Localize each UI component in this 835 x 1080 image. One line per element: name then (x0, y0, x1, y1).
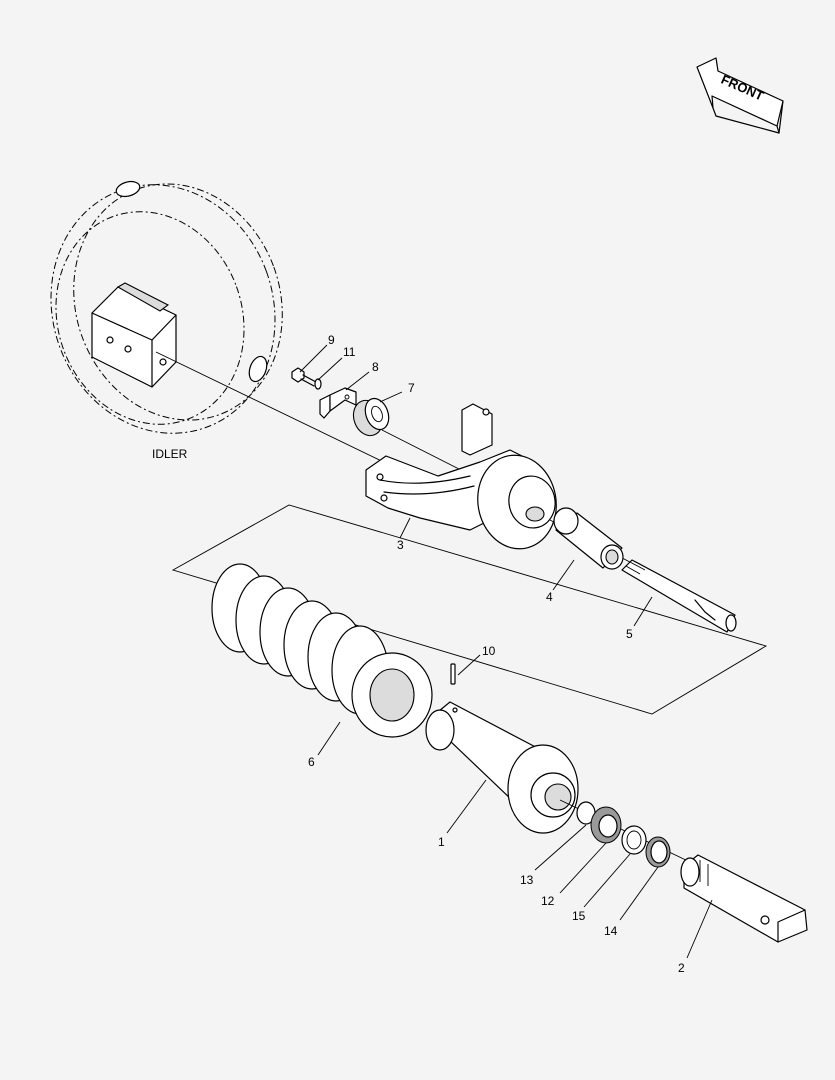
leader-lines (299, 344, 713, 959)
label-11: 11 (343, 345, 356, 359)
spring-group-outline (171, 504, 768, 715)
label-4: 4 (546, 590, 553, 604)
part-8-bracket (319, 387, 357, 419)
part-7-bushing (352, 397, 390, 437)
label-9: 9 (328, 333, 335, 347)
label-10: 10 (482, 644, 496, 658)
part-1-cylinder (425, 701, 579, 834)
part-4-collar (553, 507, 624, 570)
label-1: 1 (438, 835, 445, 849)
part-10-pin (450, 663, 456, 685)
part-3-yoke (365, 403, 557, 550)
label-15: 15 (572, 909, 586, 923)
label-3: 3 (397, 538, 404, 552)
front-arrow: FRONT (696, 57, 784, 134)
part-2-rod (680, 854, 808, 943)
label-8: 8 (372, 360, 379, 374)
label-5: 5 (626, 627, 633, 641)
part-11-washer (314, 378, 322, 390)
label-7: 7 (408, 381, 415, 395)
part-15-ring (621, 825, 647, 855)
label-2: 2 (678, 961, 685, 975)
label-13: 13 (520, 873, 534, 887)
idler-wheel (50, 180, 401, 471)
part-6-spring (211, 563, 433, 738)
part-9-bolt (291, 367, 317, 387)
part-14-ring (645, 836, 671, 868)
part-12-seal (590, 806, 622, 844)
part-5-rod (621, 559, 737, 633)
label-14: 14 (604, 924, 618, 938)
label-12: 12 (541, 894, 555, 908)
label-6: 6 (308, 755, 315, 769)
idler-label: IDLER (152, 447, 188, 461)
